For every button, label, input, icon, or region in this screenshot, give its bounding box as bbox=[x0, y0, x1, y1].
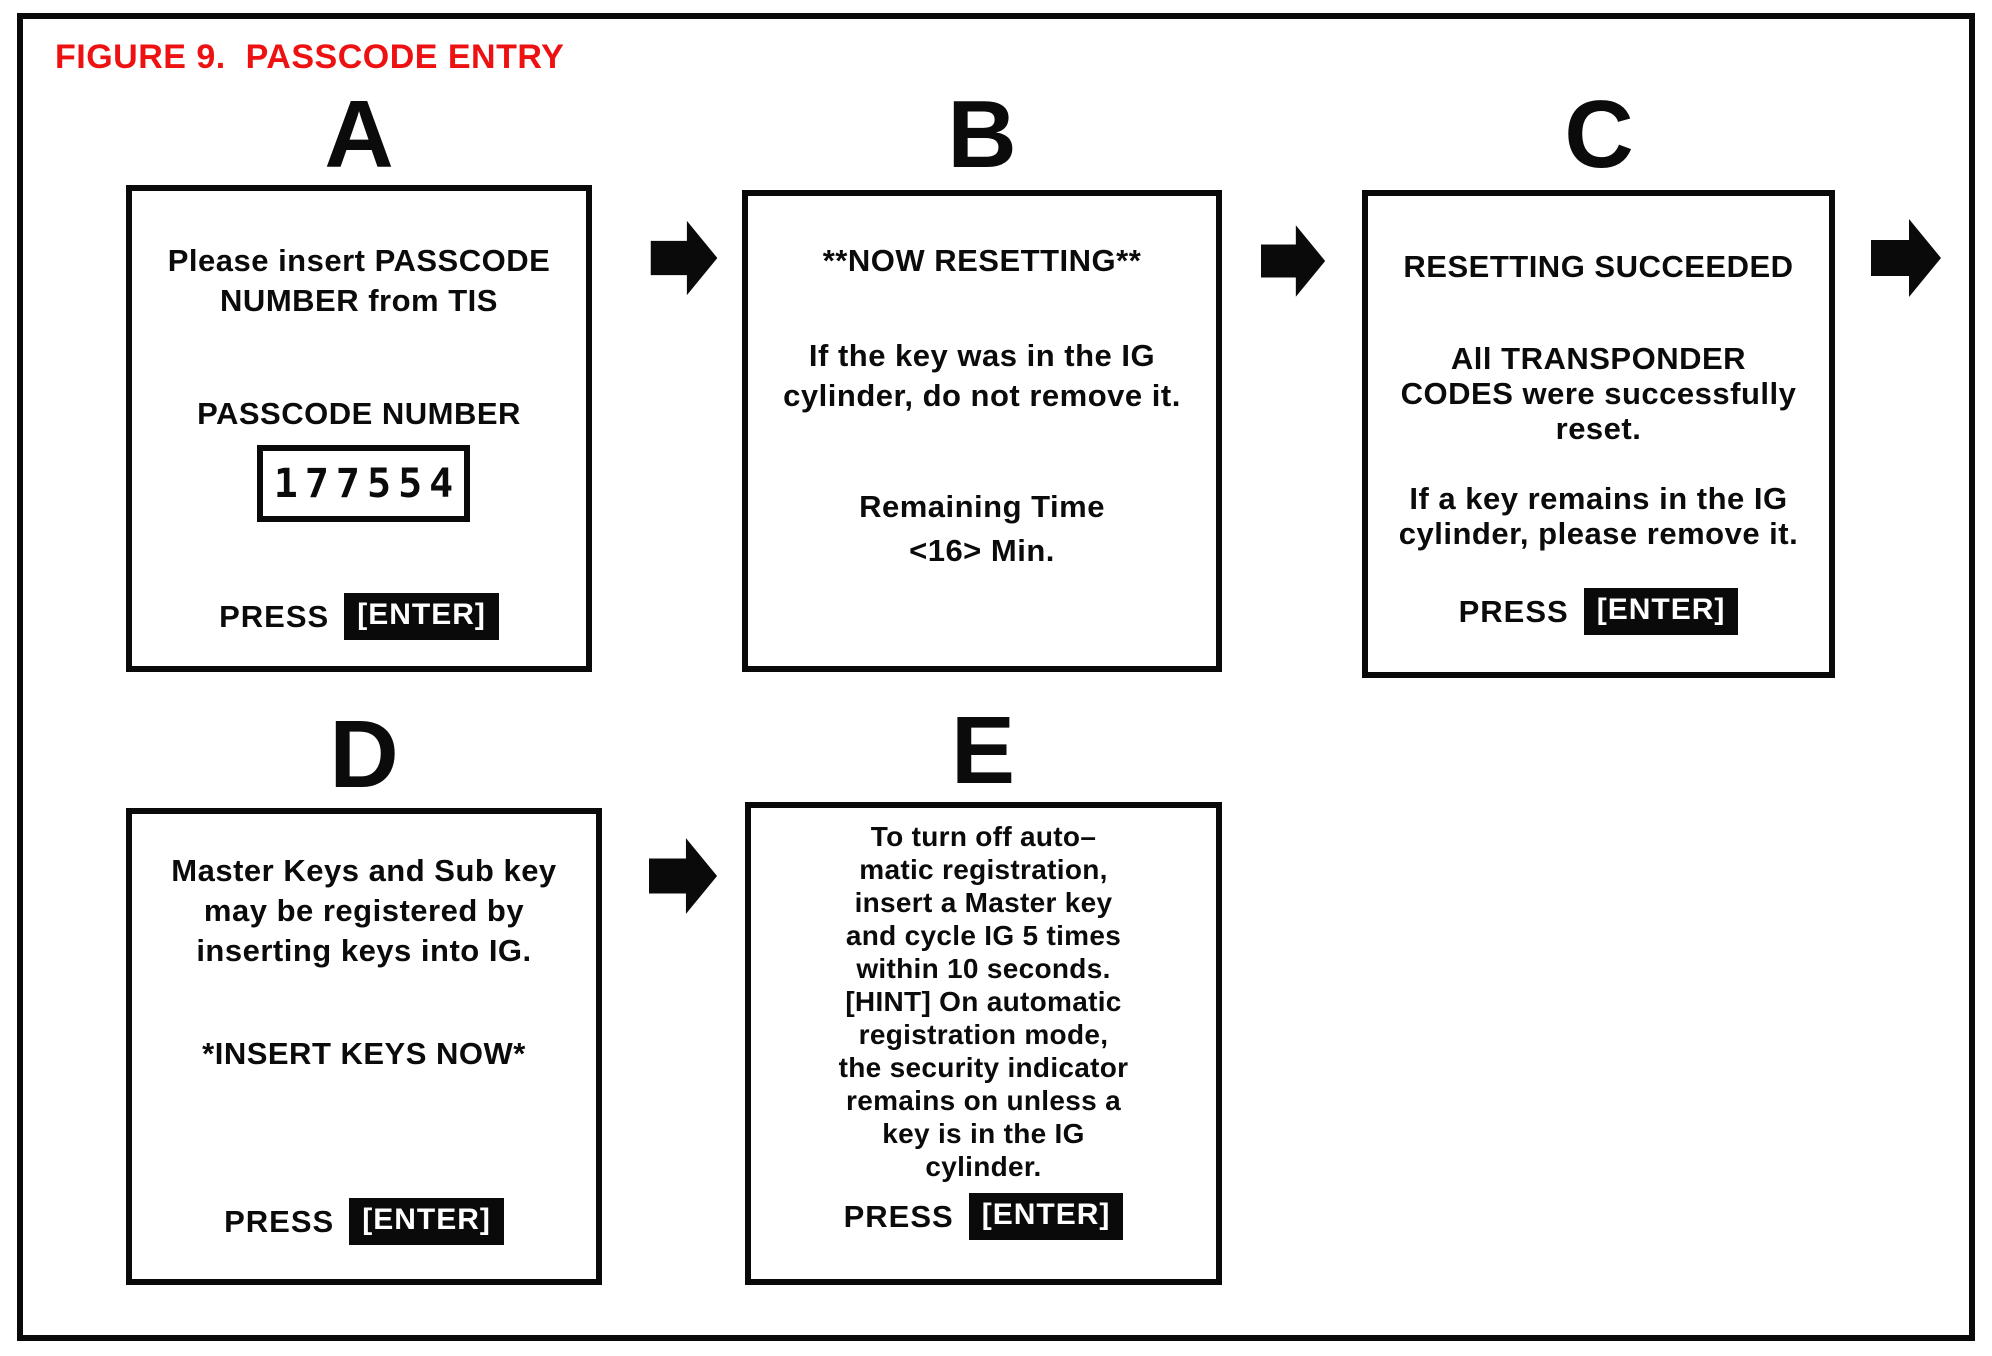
text-line: Remaining Time bbox=[859, 489, 1105, 524]
screen-d-body: Master Keys and Sub key may be registere… bbox=[132, 851, 596, 971]
press-label: PRESS bbox=[224, 1203, 335, 1239]
screen-a-footer: PRESS [ENTER] bbox=[132, 593, 586, 640]
flow-arrow-a-to-b-icon bbox=[650, 219, 720, 297]
text-line: key is in the IG bbox=[882, 1118, 1085, 1149]
text-line: remains on unless a bbox=[846, 1085, 1121, 1116]
screen-b-body: If the key was in the IG cylinder, do no… bbox=[748, 336, 1216, 416]
remaining-time: Remaining Time <16> Min. bbox=[748, 485, 1216, 573]
passcode-field-label: PASSCODE NUMBER bbox=[197, 396, 521, 431]
passcode-value: 177554 bbox=[273, 460, 461, 507]
screen-label-b: B bbox=[947, 81, 1017, 188]
remaining-time-value: <16> Min. bbox=[909, 533, 1055, 568]
text-line: cylinder, please remove it. bbox=[1398, 516, 1799, 551]
flow-arrow-c-out-icon bbox=[1871, 217, 1943, 299]
figure-title: FIGURE 9. PASSCODE ENTRY bbox=[55, 38, 565, 76]
text-line: may be registered by bbox=[203, 893, 525, 928]
text-line: matic registration, bbox=[859, 854, 1108, 885]
screen-label-e: E bbox=[950, 697, 1016, 804]
screen-d-panel: Master Keys and Sub key may be registere… bbox=[126, 808, 602, 1285]
enter-key-chip: [ENTER] bbox=[344, 593, 499, 640]
screen-c-footer: PRESS [ENTER] bbox=[1368, 588, 1829, 635]
press-label: PRESS bbox=[1458, 593, 1569, 629]
text-line: inserting keys into IG. bbox=[196, 933, 532, 968]
text-line: cylinder. bbox=[925, 1151, 1042, 1182]
text-line: reset. bbox=[1555, 411, 1642, 446]
screen-d-footer: PRESS [ENTER] bbox=[132, 1198, 596, 1245]
screen-e-footer: PRESS [ENTER] bbox=[751, 1193, 1216, 1240]
press-label: PRESS bbox=[219, 598, 330, 634]
screen-b-panel: **NOW RESETTING** If the key was in the … bbox=[742, 190, 1222, 672]
screen-a-instruction: Please insert PASSCODE NUMBER from TIS bbox=[132, 241, 586, 321]
text-line: Please insert PASSCODE bbox=[167, 243, 551, 278]
enter-key-chip: [ENTER] bbox=[968, 1193, 1124, 1240]
screen-a-panel: Please insert PASSCODE NUMBER from TIS P… bbox=[126, 185, 592, 672]
figure-border bbox=[17, 13, 1975, 1341]
text-line: NUMBER from TIS bbox=[220, 283, 498, 318]
text-line: cylinder, do not remove it. bbox=[783, 378, 1181, 413]
screen-c-note: If a key remains in the IG cylinder, ple… bbox=[1368, 481, 1829, 551]
text-line: [HINT] On automatic bbox=[845, 986, 1122, 1017]
screen-b-heading: **NOW RESETTING** bbox=[822, 243, 1142, 278]
screen-c-panel: RESETTING SUCCEEDED All TRANSPONDER CODE… bbox=[1362, 190, 1835, 678]
screen-label-c: C bbox=[1564, 81, 1634, 188]
enter-key-chip: [ENTER] bbox=[1583, 588, 1739, 635]
screen-e-panel: To turn off auto– matic registration, in… bbox=[745, 802, 1222, 1285]
screen-label-d: D bbox=[329, 701, 399, 808]
text-line: To turn off auto– bbox=[870, 821, 1097, 852]
enter-key-chip: [ENTER] bbox=[349, 1198, 504, 1245]
text-line: and cycle IG 5 times bbox=[845, 920, 1122, 951]
text-line: registration mode, bbox=[858, 1019, 1109, 1050]
text-line: within 10 seconds. bbox=[856, 953, 1111, 984]
flow-arrow-b-to-c-icon bbox=[1261, 221, 1327, 301]
text-line: the security indicator bbox=[838, 1052, 1129, 1083]
text-line: If the key was in the IG bbox=[808, 338, 1156, 373]
flow-arrow-d-to-e-icon bbox=[649, 834, 719, 918]
screen-e-body: To turn off auto– matic registration, in… bbox=[751, 820, 1216, 1183]
press-label: PRESS bbox=[843, 1198, 954, 1234]
insert-keys-prompt: *INSERT KEYS NOW* bbox=[202, 1036, 526, 1071]
text-line: All TRANSPONDER bbox=[1450, 341, 1747, 376]
text-line: insert a Master key bbox=[854, 887, 1113, 918]
text-line: If a key remains in the IG bbox=[1409, 481, 1788, 516]
text-line: Master Keys and Sub key bbox=[171, 853, 557, 888]
text-line: CODES were successfully bbox=[1400, 376, 1797, 411]
screen-c-heading: RESETTING SUCCEEDED bbox=[1403, 249, 1794, 284]
screen-label-a: A bbox=[324, 81, 394, 188]
passcode-input-box: 177554 bbox=[257, 445, 470, 522]
screen-c-body: All TRANSPONDER CODES were successfully … bbox=[1368, 341, 1829, 446]
